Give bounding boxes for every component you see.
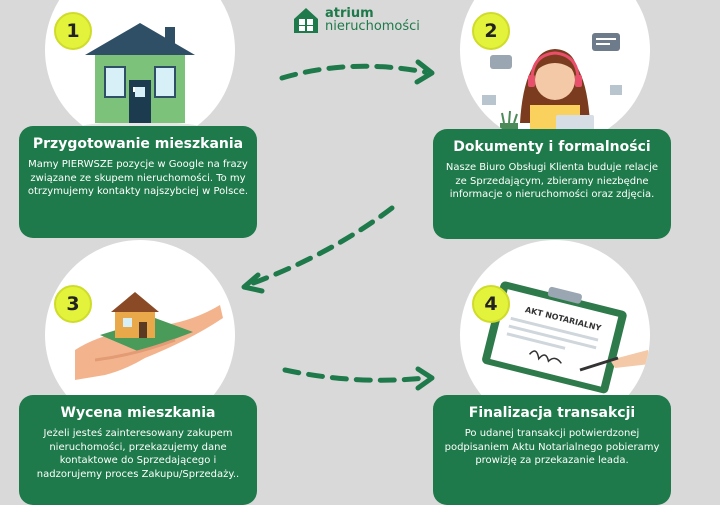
notarial-deed-icon: AKT NOTARIALNY bbox=[482, 281, 650, 394]
step-4-title: Finalizacja transakcji bbox=[468, 405, 636, 421]
arrow-3-to-4-head bbox=[415, 366, 435, 391]
customer-service-agent-icon bbox=[482, 33, 622, 135]
step-1-title: Przygotowanie mieszkania bbox=[32, 136, 244, 152]
arrow-1-to-2 bbox=[279, 63, 428, 81]
step-1-badge: 1 bbox=[54, 12, 92, 50]
house-in-hand-icon bbox=[75, 292, 223, 380]
arrow-2-to-3-head bbox=[241, 272, 265, 294]
brand-logo: atrium nieruchomości bbox=[292, 4, 420, 36]
arrow-2-to-3 bbox=[245, 205, 395, 288]
brand-name: atrium bbox=[325, 6, 374, 21]
step-2-badge: 2 bbox=[472, 12, 510, 50]
step-4-badge: 4 bbox=[472, 285, 510, 323]
step-2-text: Nasze Biuro Obsługi Klienta buduje relac… bbox=[445, 162, 659, 200]
step-2-card: Dokumenty i formalności Nasze Biuro Obsł… bbox=[433, 129, 671, 239]
step-3-title: Wycena mieszkania bbox=[60, 405, 216, 421]
step-2-title: Dokumenty i formalności bbox=[453, 139, 651, 155]
arrow-1-to-2-head bbox=[414, 59, 435, 85]
step-1-card: Przygotowanie mieszkania Mamy PIERWSZE p… bbox=[19, 126, 257, 238]
step-3-text: Jeżeli jesteś zainteresowany zakupem nie… bbox=[36, 428, 240, 480]
brand-subname: nieruchomości bbox=[325, 19, 420, 34]
step-3-badge: 3 bbox=[54, 285, 92, 323]
step-4-text: Po udanej transakcji potwierdzonej podpi… bbox=[444, 428, 660, 466]
step-4-card: Finalizacja transakcji Po udanej transak… bbox=[433, 395, 671, 505]
arrow-3-to-4 bbox=[282, 367, 428, 383]
step-3-card: Wycena mieszkania Jeżeli jesteś zaintere… bbox=[19, 395, 257, 505]
house-logo-icon bbox=[294, 8, 318, 33]
step-1-text: Mamy PIERWSZE pozycje w Google na frazy … bbox=[27, 159, 249, 197]
